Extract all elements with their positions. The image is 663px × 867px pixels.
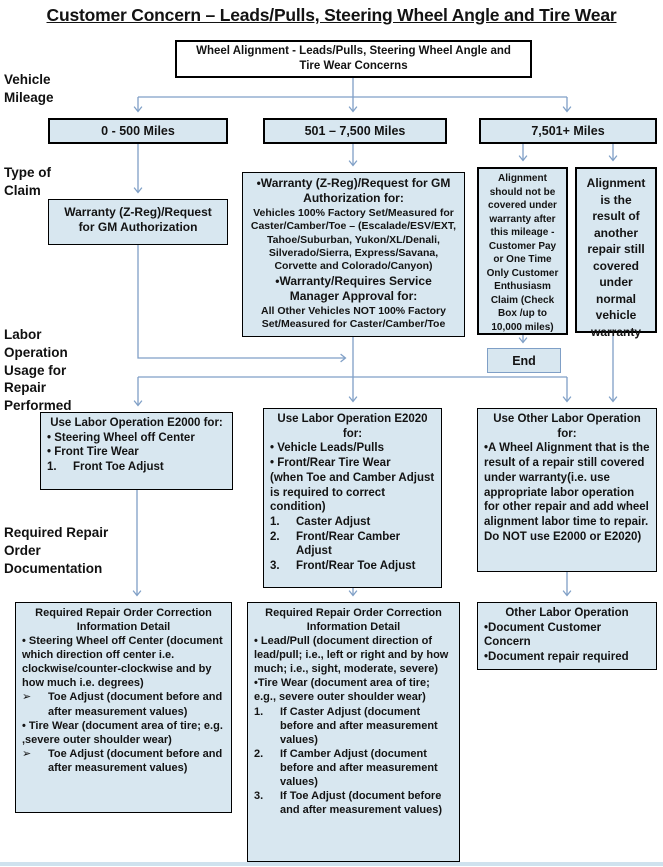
flow-box-labor-e2020: Use Labor Operation E2020 for: • Vehicle … — [263, 408, 442, 588]
box-line: 3.If Toe Adjust (document before and aft… — [254, 790, 443, 817]
box-line: •Document Customer Concern — [484, 621, 602, 649]
flow-box-doc-detail-steering-wheel: Required Repair Order Correction Informa… — [15, 602, 232, 813]
flow-box-mileage-501-7500: 501 – 7,500 Miles — [263, 118, 447, 144]
box-line: Other Labor Operation — [505, 607, 629, 619]
box-line: Required Repair Order Correction Informa… — [265, 607, 442, 634]
box-line: •Tire Wear (document area of tire; e.g.,… — [254, 677, 430, 704]
box-line: • Lead/Pull (document direction of lead/… — [254, 635, 449, 676]
flow-box-wheel-alignment-concerns: Wheel Alignment - Leads/Pulls, Steering … — [175, 40, 532, 78]
flow-box-doc-detail-lead-pull: Required Repair Order Correction Informa… — [247, 602, 460, 862]
box-line: • Front Tire Wear — [47, 446, 139, 459]
label-vehicle-mileage: Vehicle Mileage — [4, 72, 54, 105]
flow-box-mileage-0-500: 0 - 500 Miles — [48, 118, 228, 144]
box-line: Use Labor Operation E2020 for: — [277, 413, 428, 440]
box-line: 2.If Camber Adjust (document before and … — [254, 747, 438, 788]
flow-box-end: End — [487, 348, 561, 373]
box-line: •Warranty/Requires Service Manager Appro… — [275, 273, 432, 304]
box-line: 3.Front/Rear Toe Adjust — [270, 560, 416, 573]
box-line: • Steering Wheel off Center — [47, 431, 195, 444]
box-line: 1.Front Toe Adjust — [47, 461, 164, 474]
box-line: • Vehicle Leads/Pulls — [270, 442, 384, 455]
box-line: • Tire Wear (document area of tire; e.g.… — [22, 719, 223, 746]
box-line: 2.Front/Rear Camber Adjust — [270, 530, 401, 558]
flow-box-mileage-7501-plus: 7,501+ Miles — [479, 118, 657, 144]
box-line: Use Labor Operation E2000 for: — [50, 417, 223, 429]
flow-box-warranty-zreg-request: Warranty (Z-Reg)/Request for GM Authoriz… — [48, 199, 228, 245]
label-required-repair-order-doc: Required Repair Order Documentation — [4, 525, 109, 576]
box-line: Required Repair Order Correction Informa… — [35, 607, 212, 634]
flow-box-warranty-authorization-detail: •Warranty (Z-Reg)/Request for GM Authori… — [242, 172, 465, 337]
box-line: (when Toe and Camber Adjust is required … — [270, 471, 435, 514]
box-line: Alignment is the result of another repai… — [586, 176, 646, 339]
box-line: ➢Toe Adjust (document before and after m… — [22, 747, 223, 774]
label-type-of-claim: Type of Claim — [4, 165, 51, 198]
box-line: 1.If Caster Adjust (document before and … — [254, 705, 438, 746]
box-line: •Document repair required — [484, 651, 629, 664]
page-title: Customer Concern – Leads/Pulls, Steering… — [46, 5, 617, 25]
connector-claim-left-merge — [137, 245, 347, 363]
flow-box-result-of-another-repair: Alignment is the result of another repai… — [575, 167, 657, 339]
box-line: •Warranty (Z-Reg)/Request for GM Authori… — [256, 176, 451, 206]
box-line: ➢Toe Adjust (document before and after m… — [22, 691, 223, 718]
flow-box-not-covered-customer-pay: Alignment should not be covered under wa… — [477, 167, 568, 335]
box-line: Warranty (Z-Reg)/Request for GM Authoriz… — [64, 205, 212, 235]
box-line: 1.Caster Adjust — [270, 516, 371, 529]
box-line: • Front/Rear Tire Wear — [270, 457, 391, 470]
box-line: Vehicles 100% Factory Set/Measured for C… — [250, 206, 457, 273]
box-line: • Steering Wheel off Center (document wh… — [22, 635, 223, 690]
box-line: Alignment should not be covered under wa… — [486, 173, 559, 333]
flow-box-doc-other-labor: Other Labor Operation •Document Customer … — [477, 602, 657, 670]
flow-box-labor-e2000: Use Labor Operation E2000 for: • Steering… — [40, 412, 233, 490]
box-line: Use Other Labor Operation for: — [493, 413, 641, 440]
bottom-edge-band — [0, 862, 663, 866]
box-line: •A Wheel Alignment that is the result of… — [484, 442, 650, 543]
label-labor-operation-usage: Labor Operation Usage for Repair Perform… — [4, 327, 72, 414]
flow-box-other-labor-operation: Use Other Labor Operation for:•A Wheel A… — [477, 408, 657, 572]
box-line: All Other Vehicles NOT 100% Factory Set/… — [261, 304, 446, 331]
